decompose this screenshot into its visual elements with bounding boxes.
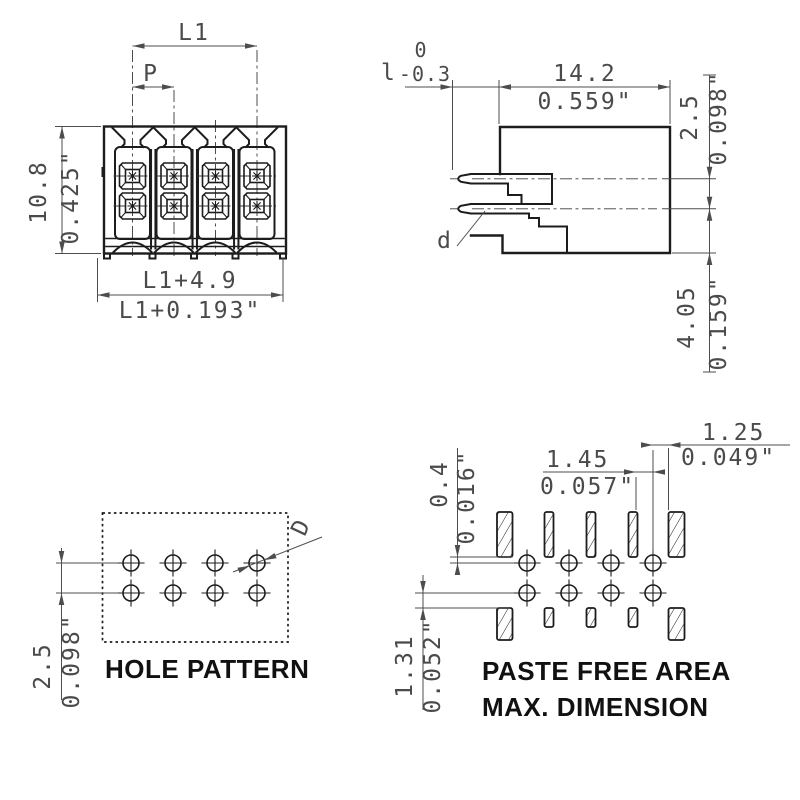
dim-height-lines (55, 126, 101, 254)
pin-holder-steps (470, 173, 568, 254)
dim-rowpitch-in: 0.098" (706, 70, 732, 165)
dim-gapd-lines (415, 575, 514, 710)
paste-pad-top-4 (627, 511, 639, 558)
mounting-feet (103, 252, 287, 260)
dim-height-in: 0.425" (58, 149, 84, 244)
hole-pattern-view: 2.5 0.098" D HOLE PATTERN (30, 512, 323, 709)
dim-l1-label: L1 (178, 20, 210, 46)
front-view: L1 P 10.8 0.425" L1+4.9 L1+0.193" (26, 20, 288, 324)
dim-pin-length-label: l (381, 60, 397, 86)
dim-gapd-in: 0.052" (420, 618, 446, 713)
dim-tolerance-lower: -0.3 (399, 62, 451, 86)
pin-centerlines (450, 178, 657, 210)
dim-width-mm: L1+4.9 (142, 268, 237, 294)
paste-pad-top-1 (496, 511, 514, 558)
dim-p-label: P (143, 61, 159, 87)
paste-pad-bottom-3 (585, 607, 597, 628)
paste-pad-bottom-4 (627, 607, 639, 628)
dim-gapd-mm: 1.31 (392, 634, 418, 697)
dim-tolerance-upper: 0 (414, 38, 427, 62)
pin-dia-label: d (437, 228, 453, 254)
dim-gapc-in: 0.016" (454, 449, 480, 544)
dim-gapc-mm: 0.4 (427, 460, 453, 508)
dim-gapa-in: 0.057" (540, 474, 635, 500)
upper-pin (457, 173, 472, 185)
dim-height-mm: 10.8 (26, 160, 52, 223)
dim-rowpitch-mm: 2.5 (677, 93, 703, 141)
dim-right-lines (662, 74, 716, 373)
dim-holepitch-mm: 2.5 (30, 642, 56, 690)
module-separators (150, 149, 240, 250)
paste-pad-top-3 (585, 511, 597, 558)
hole-pattern-caption: HOLE PATTERN (105, 654, 309, 684)
side-latch-bump (101, 167, 105, 177)
paste-pad-top-5 (667, 511, 686, 558)
dim-tail-in: 0.159" (706, 275, 732, 370)
paste-pad-bottom-2 (543, 607, 555, 628)
pin-dia-leader (456, 210, 486, 247)
paste-free-caption-line2: MAX. DIMENSION (482, 692, 709, 722)
side-view: l 0 -0.3 14.2 0.559" 2.5 0.098" 4.05 0.1… (381, 38, 732, 373)
dim-gapa-mm: 1.45 (546, 447, 609, 473)
bottom-strip (105, 237, 285, 248)
side-body-outline (469, 125, 672, 255)
dim-holepitch-lines (56, 548, 118, 700)
paste-free-caption-line1: PASTE FREE AREA (482, 656, 731, 686)
dim-depth-in: 0.559" (537, 89, 632, 115)
paste-free-area-view: 0.4 0.016" 1.31 0.052" 1.45 0.057" 1.25 … (392, 420, 790, 722)
dim-tail-mm: 4.05 (674, 285, 700, 348)
dim-width-in: L1+0.193" (119, 298, 262, 324)
dim-holepitch-in: 0.098" (59, 613, 85, 708)
lower-pin (457, 203, 472, 215)
dim-gapa-lines (543, 448, 669, 554)
dim-top-lines (405, 80, 671, 170)
hole-dia-leader (232, 536, 323, 573)
dim-depth-mm: 14.2 (553, 61, 616, 87)
dim-width-lines (97, 258, 284, 302)
paste-pad-bottom-5 (667, 607, 686, 641)
connector-body-outline (102, 125, 288, 255)
pcb-outline-dashed (101, 512, 289, 643)
dim-gapb-mm: 1.25 (702, 420, 765, 446)
paste-pad-bottom-1 (496, 607, 514, 641)
dim-gapb-in: 0.049" (681, 445, 776, 471)
paste-pad-top-2 (543, 511, 555, 558)
